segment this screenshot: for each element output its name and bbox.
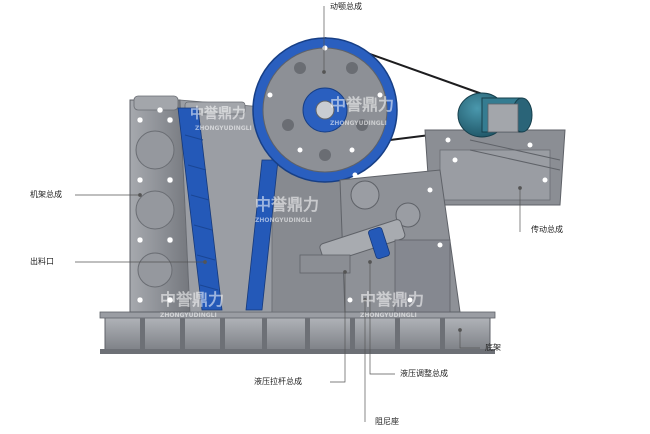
label-hydraulic-rod: 液压拉杆总成 [254, 377, 302, 386]
label-hydraulic-adjust: 液压调整总成 [400, 369, 448, 378]
watermark-cn-4: 中誉鼎力 [160, 290, 224, 309]
base-frame [99, 311, 496, 354]
label-moving-jaw: 动颚总成 [330, 2, 362, 11]
watermark-cn-1: 中誉鼎力 [330, 95, 394, 114]
leader-lines [75, 6, 522, 422]
watermark-en-3: ZHONGYUDINGLI [255, 217, 312, 224]
label-discharge: 出料口 [30, 257, 54, 266]
watermark-en-2: ZHONGYUDINGLI [330, 120, 387, 127]
watermark-cn-3: 中誉鼎力 [255, 195, 319, 214]
label-transmission: 传动总成 [531, 225, 563, 234]
label-damper: 阻尼座 [375, 417, 399, 426]
watermark-cn-2: 中誉鼎力 [190, 105, 246, 122]
watermark-en-1: ZHONGYUDINGLI [195, 125, 252, 132]
watermark-en-5: ZHONGYUDINGLI [360, 312, 417, 319]
motor-assembly [424, 92, 566, 206]
watermark: 中誉鼎力 中誉鼎力 中誉鼎力 中誉鼎力 中誉鼎力 ZHONGYUDINGLI Z… [160, 95, 424, 319]
label-base: 底架 [485, 343, 501, 352]
watermark-en-4: ZHONGYUDINGLI [160, 312, 217, 319]
watermark-cn-5: 中誉鼎力 [360, 290, 424, 309]
label-frame: 机架总成 [30, 190, 62, 199]
jaw-plates [177, 107, 279, 311]
flywheel [252, 37, 398, 183]
